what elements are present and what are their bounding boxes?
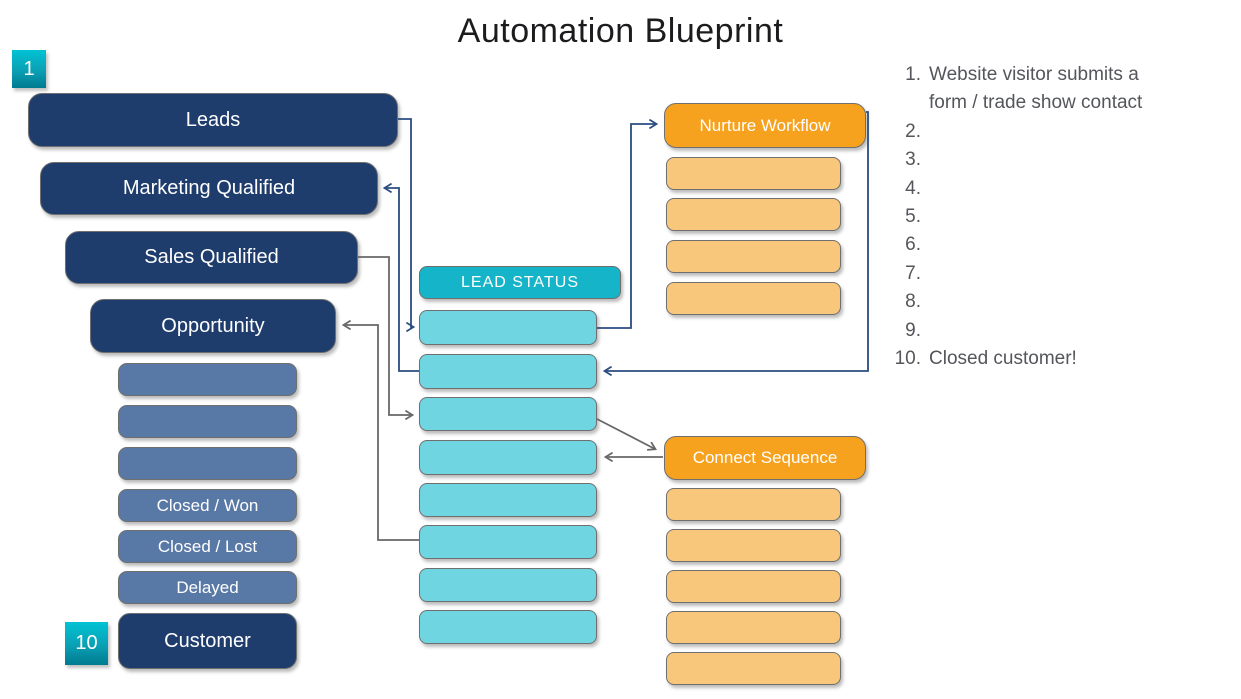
connector-status3-to-connect-sequence xyxy=(596,418,657,451)
note-item-10: 10. Closed customer! xyxy=(885,345,1230,373)
nurture-workflow-header: Nurture Workflow xyxy=(664,103,866,148)
note-item-7: 7. xyxy=(885,260,1230,288)
nurture-slot-2 xyxy=(666,198,841,231)
funnel-stage-marketing-qualified: Marketing Qualified xyxy=(40,162,378,215)
note-item-1: 1. Website visitor submits a form / trad… xyxy=(885,61,1230,118)
page-title: Automation Blueprint xyxy=(457,12,784,50)
note-item-6: 6. xyxy=(885,231,1230,259)
connector-leads-to-status1 xyxy=(398,118,416,333)
funnel-stage-closed-lost: Closed / Lost xyxy=(118,530,297,563)
note-number: 8. xyxy=(905,291,921,313)
note-number: 6. xyxy=(905,234,921,256)
note-number: 1. xyxy=(905,64,921,85)
connect-sequence-header: Connect Sequence xyxy=(664,436,866,480)
funnel-stage-closed-won: Closed / Won xyxy=(118,489,297,522)
lead-status-header: LEAD STATUS xyxy=(419,266,621,299)
connect-slot-2 xyxy=(666,529,841,562)
note-number: 4. xyxy=(905,177,921,199)
connector-status6-to-opportunity xyxy=(341,319,419,541)
funnel-stage-opportunity: Opportunity xyxy=(90,299,336,353)
note-number: 9. xyxy=(905,319,921,341)
note-text: Website visitor submits a form / trade s… xyxy=(929,64,1143,114)
connector-status2-to-marketing-qualified xyxy=(382,182,419,372)
connect-slot-4 xyxy=(666,611,841,644)
lead-status-slot-2 xyxy=(419,354,597,389)
funnel-stage-customer: Customer xyxy=(118,613,297,669)
note-item-4: 4. xyxy=(885,175,1230,203)
lead-status-slot-6 xyxy=(419,525,597,559)
note-number: 10. xyxy=(894,348,921,370)
funnel-stage-delayed: Delayed xyxy=(118,571,297,604)
funnel-stage-blank-1 xyxy=(118,363,297,396)
funnel-stage-blank-2 xyxy=(118,405,297,438)
connector-sales-qualified-to-status3 xyxy=(358,256,415,421)
note-number: 5. xyxy=(905,206,921,228)
note-item-5: 5. xyxy=(885,203,1230,231)
note-number: 3. xyxy=(905,149,921,171)
step-badge-10: 10 xyxy=(65,622,108,665)
funnel-stage-blank-3 xyxy=(118,447,297,480)
lead-status-slot-7 xyxy=(419,568,597,602)
lead-status-slot-5 xyxy=(419,483,597,517)
lead-status-slot-3 xyxy=(419,397,597,431)
nurture-slot-4 xyxy=(666,282,841,315)
note-number: 2. xyxy=(905,120,921,142)
step-badge-1: 1 xyxy=(12,50,46,88)
notes-list: 1. Website visitor submits a form / trad… xyxy=(885,61,1230,373)
lead-status-slot-1 xyxy=(419,310,597,345)
connect-slot-5 xyxy=(666,652,841,685)
lead-status-slot-4 xyxy=(419,440,597,475)
connect-slot-3 xyxy=(666,570,841,603)
note-item-8: 8. xyxy=(885,288,1230,316)
funnel-stage-sales-qualified: Sales Qualified xyxy=(65,231,358,284)
note-item-9: 9. xyxy=(885,317,1230,345)
connect-slot-1 xyxy=(666,488,841,521)
note-item-2: 2. xyxy=(885,118,1230,146)
note-text: Closed customer! xyxy=(929,348,1077,370)
funnel-stage-leads: Leads xyxy=(28,93,398,147)
note-item-3: 3. xyxy=(885,146,1230,174)
nurture-slot-1 xyxy=(666,157,841,190)
nurture-slot-3 xyxy=(666,240,841,273)
lead-status-slot-8 xyxy=(419,610,597,644)
note-number: 7. xyxy=(905,262,921,284)
